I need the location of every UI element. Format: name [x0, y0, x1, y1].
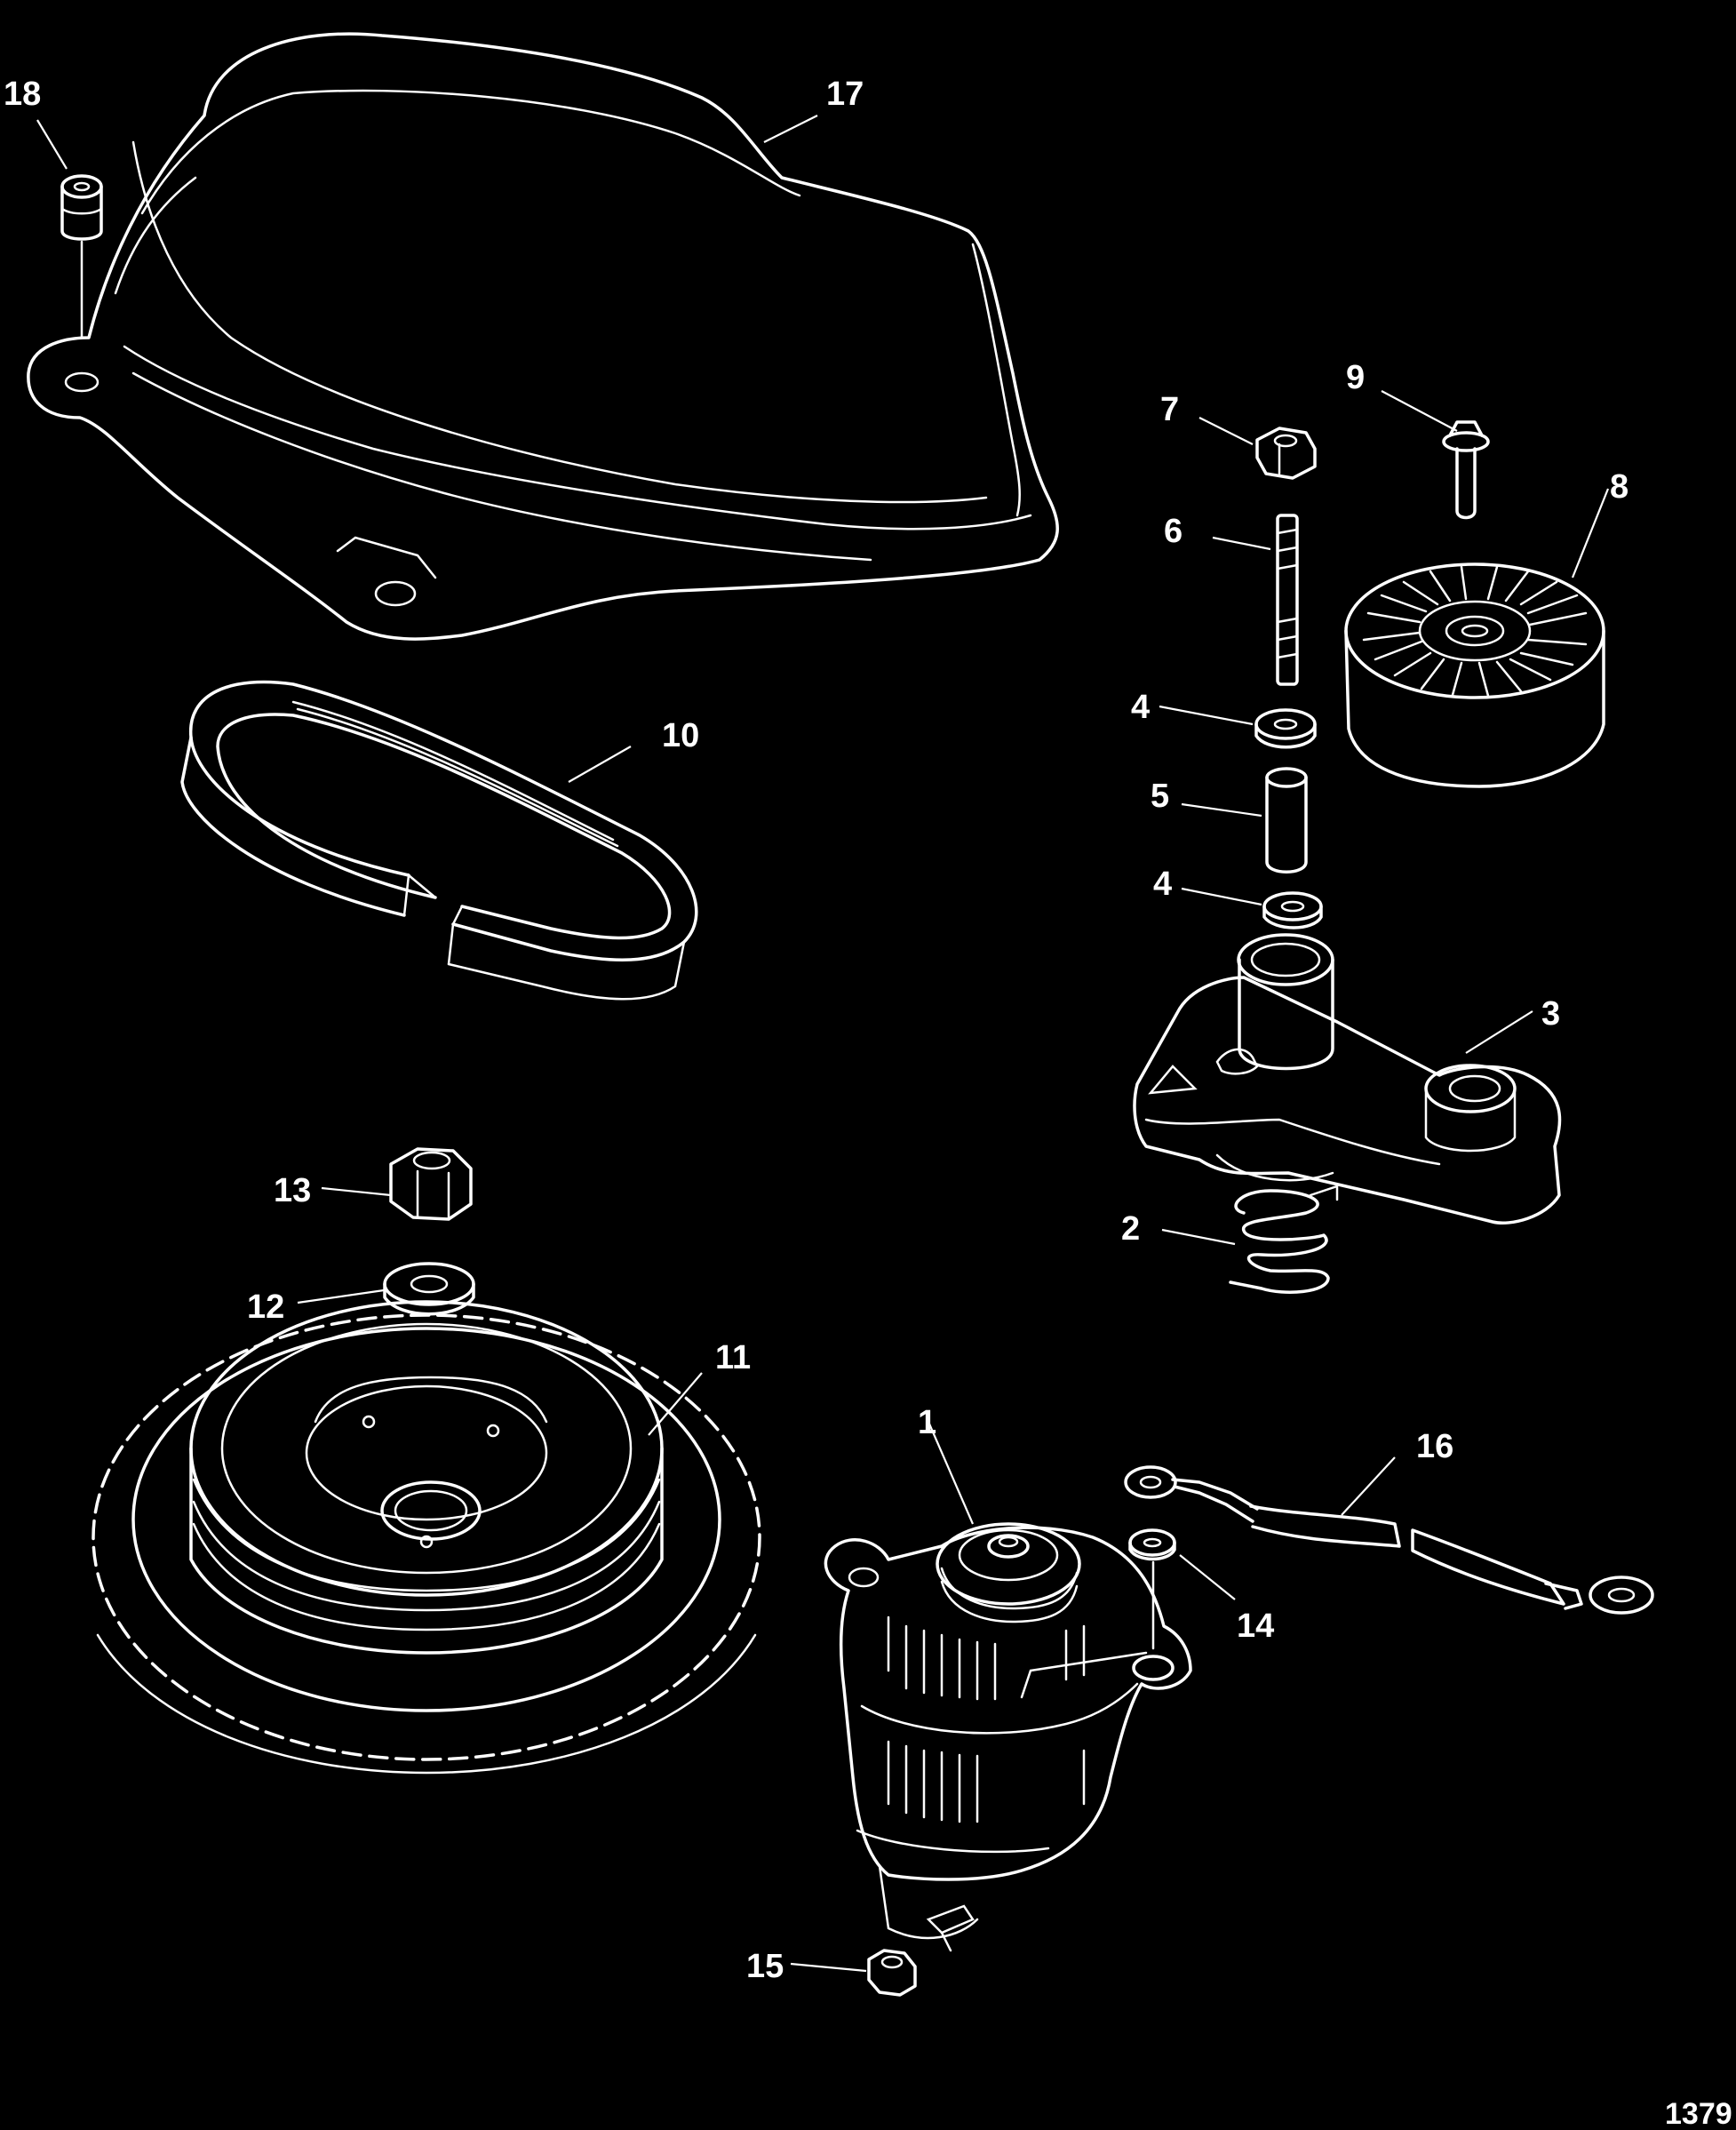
callout-9: 9: [1346, 359, 1365, 396]
callout-12: 12: [247, 1288, 284, 1326]
tensioner-bracket-3: [1133, 933, 1562, 1225]
callout-2: 2: [1121, 1210, 1140, 1248]
callout-4-lower: 4: [1153, 866, 1172, 903]
washer-14: [1128, 1528, 1176, 1650]
callout-3: 3: [1541, 995, 1560, 1033]
tensioner-spring-2: [1229, 1185, 1339, 1294]
callout-14: 14: [1237, 1607, 1274, 1645]
grommet-18: [60, 174, 103, 339]
callout-1: 1: [918, 1404, 936, 1441]
callout-15: 15: [746, 1948, 784, 1985]
callout-17: 17: [826, 76, 864, 113]
callout-5: 5: [1151, 778, 1169, 815]
callout-labels: 18 17 9 7 8 6 10 4 5 4 3 13 2 12 11 1 16…: [4, 76, 1628, 1985]
leader-lines: [36, 115, 1610, 1973]
alternator-1: [824, 1522, 1192, 1952]
idler-pulley-8: [1344, 562, 1605, 788]
figure-number: 1379: [1665, 2097, 1732, 2130]
callout-7: 7: [1160, 391, 1179, 428]
callout-13: 13: [274, 1172, 311, 1209]
spacer-5: [1265, 767, 1308, 874]
terminal-nut-15: [867, 1949, 917, 1997]
drive-belt-10: [180, 680, 698, 1001]
ground-cable-16: [1124, 1465, 1654, 1615]
flywheel-11: [92, 1300, 761, 1775]
callout-8: 8: [1610, 468, 1628, 506]
stud-6: [1276, 514, 1299, 686]
flywheel-washer-12: [383, 1262, 475, 1316]
nut-7: [1255, 427, 1317, 480]
callout-18: 18: [4, 76, 41, 113]
callout-16: 16: [1416, 1428, 1453, 1465]
washer-4-lower: [1262, 891, 1323, 929]
belt-cover-17: [27, 32, 1059, 641]
callout-6: 6: [1164, 513, 1183, 550]
flange-bolt-9: [1442, 420, 1490, 520]
callout-11: 11: [715, 1339, 751, 1376]
callout-4-upper: 4: [1131, 689, 1150, 726]
flywheel-nut-13: [389, 1147, 473, 1221]
callout-10: 10: [662, 717, 699, 754]
washer-4-upper: [1254, 708, 1317, 749]
